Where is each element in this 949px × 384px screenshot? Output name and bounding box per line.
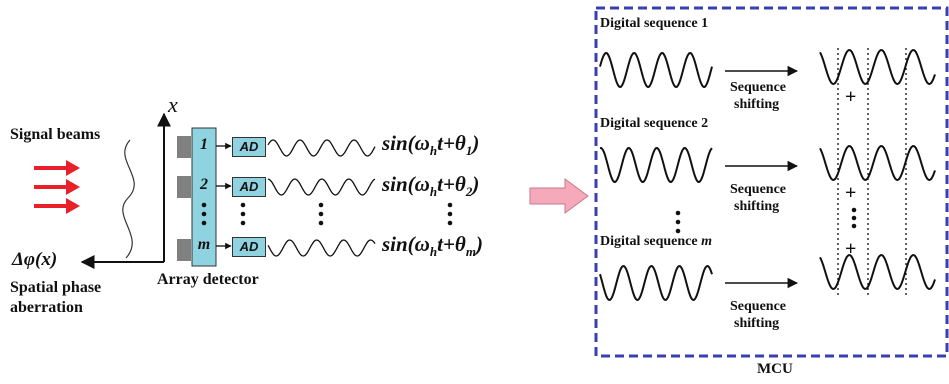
analog-sine-waves [267,139,376,257]
array-detector-label: Array detector [157,271,259,288]
sine-wave-m [267,239,376,257]
digital-sequence-1-label: Digital sequence 1 [600,16,709,31]
transfer-arrow [529,178,589,214]
mcu-label: MCU [757,361,793,377]
phase-aberration-symbol: Δφ(x) [12,249,58,270]
digital-sequence-m-label: Digital sequence m [600,234,712,249]
x-axis-label: x [168,92,178,117]
sequence-shifting-1-line1: Sequence [730,80,786,95]
plus-sign-2: + [845,182,857,204]
equation-1: sin(ωht+θ1) [382,131,480,159]
plus-sign-1: + [845,86,857,108]
detector-pixels [177,136,191,261]
aberration-label-line1: Spatial phase [10,279,102,296]
shifted-wave-2 [819,144,936,182]
equation-m: sin(ωht+θm) [382,232,483,260]
plus-sign-3: + [845,238,857,260]
digital-wave-1 [599,51,713,89]
ad-converter-2: AD [232,177,266,197]
ad-converter-m: AD [232,237,266,257]
signal-beams-label: Signal beams [10,126,101,143]
digital-wave-m [599,265,713,301]
array-detector-bar [191,127,217,267]
digital-sequence-2-label: Digital sequence 2 [600,116,709,131]
sine-wave-1 [267,139,376,157]
mcu-box [594,6,949,358]
detector-cell-2: 2 [200,176,208,193]
detector-cell-1: 1 [200,136,208,153]
detector-cell-m: m [197,236,211,253]
digital-sequence-waves [599,48,936,301]
digital-wave-2 [599,146,713,184]
detector-dots [201,202,207,226]
sequence-shifting-1-line2: shifting [734,97,780,112]
aberration-label-line2: aberration [10,299,83,316]
aberrated-wavefront [122,139,135,259]
shifted-wave-1 [819,48,936,86]
equation-2: sin(ωht+θ2) [382,172,480,200]
sequence-shifting-m-line2: shifting [734,316,780,331]
sequence-shifting-m-line1: Sequence [730,299,786,314]
sequence-shifting-2-line1: Sequence [730,182,786,197]
vertical-ellipsis-dots [240,202,857,234]
signal-beam-arrows [34,160,80,214]
ad-converter-1: AD [232,137,266,157]
sine-wave-2 [267,178,376,196]
shifted-wave-m [819,253,936,291]
sequence-shifting-2-line2: shifting [734,199,780,214]
